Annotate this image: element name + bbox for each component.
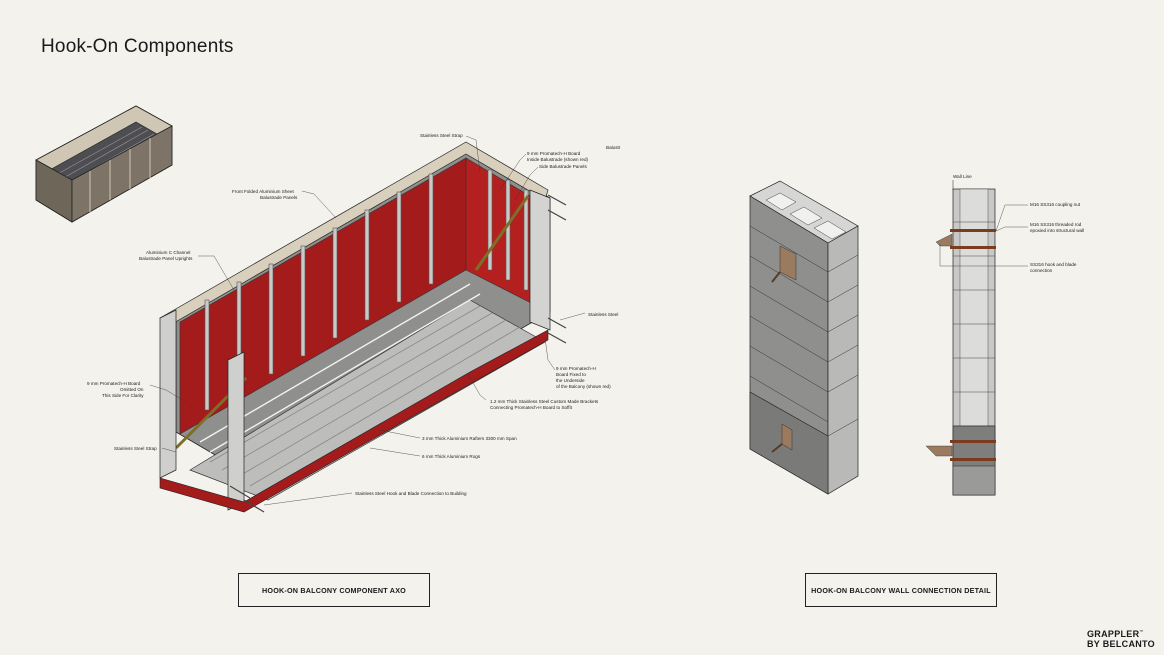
label-rogs: 6 mm Thick Aluminium Rogs	[422, 454, 481, 459]
label-fixed-2: Board Fixed to	[556, 372, 586, 377]
label-balustr: Balustr	[606, 145, 621, 150]
label-hook-1: SS316 hook and blade	[1030, 262, 1077, 267]
label-stainless-right: Stainless Steel	[588, 312, 618, 317]
label-fixed-3: the Underside	[556, 378, 585, 383]
logo-line-1: GRAPPLER	[1087, 629, 1140, 639]
label-brackets-2: Connecting Promatech-H Board to Soffit	[490, 405, 573, 410]
label-coupling: M16 SS316 coupling nut	[1030, 202, 1081, 207]
label-stainless-strap-top: Stainless Steel Strap	[420, 133, 463, 138]
label-fixed-4: of the Balcony (shown red)	[556, 384, 611, 389]
label-rafters: 3 mm Thick Aluminium Rafters 3300 mm Spa…	[422, 436, 517, 441]
label-rod-2: epoxied into structural wall	[1030, 228, 1084, 233]
thumbnail-balcony	[35, 105, 173, 223]
logo-trademark: ™	[1139, 629, 1144, 634]
label-c-channel: Aluminium C Channel	[146, 250, 190, 255]
label-side-panels: Side Balustrade Panels	[539, 164, 587, 169]
logo-line-2: BY BELCANTO	[1087, 638, 1155, 649]
label-rod-1: M16 SS316 threaded rod	[1030, 222, 1082, 227]
label-wall-line: Wall Line	[953, 174, 972, 179]
label-stainless-left: Stainless Steel Strap	[114, 446, 157, 451]
label-front-sheet: Front Folded Aluminium Sheet	[232, 189, 295, 194]
wall-section: Wall Line M16 SS316 coupling nut M16 SS3…	[925, 174, 1084, 496]
label-front-sheet-2: Balustrade Panels	[260, 195, 298, 200]
label-hook-blade: Stainless Steel Hook and Blade Connectio…	[355, 491, 467, 496]
block-wall-iso	[749, 180, 859, 495]
page-title: Hook-On Components	[41, 36, 234, 57]
label-c-channel-2: Balustrade Panel Uprights	[139, 256, 193, 261]
label-promatech-inside-2: Inside Balustrade (shown red)	[527, 157, 588, 162]
label-omitted-3: This Side For Clarity	[102, 393, 144, 398]
label-omitted-1: 9 mm Promatech-H Board	[87, 381, 141, 386]
caption-wall-detail: HOOK-ON BALCONY WALL CONNECTION DETAIL	[805, 573, 997, 607]
brand-logo: GRAPPLER™ BY BELCANTO	[1087, 627, 1155, 649]
label-promatech-inside: 9 mm Promatech-H Board	[527, 151, 581, 156]
label-hook-2: connection	[1030, 268, 1053, 273]
label-omitted-2: Omitted On	[120, 387, 144, 392]
label-fixed-1: 9 mm Promatech-H	[556, 366, 596, 371]
axo-balcony: Stainless Steel Strap 9 mm Promatech-H B…	[87, 133, 621, 513]
label-brackets-1: 1.2 mm Thick Stainless Steel Custom Made…	[490, 399, 599, 404]
caption-axo: HOOK-ON BALCONY COMPONENT AXO	[238, 573, 430, 607]
